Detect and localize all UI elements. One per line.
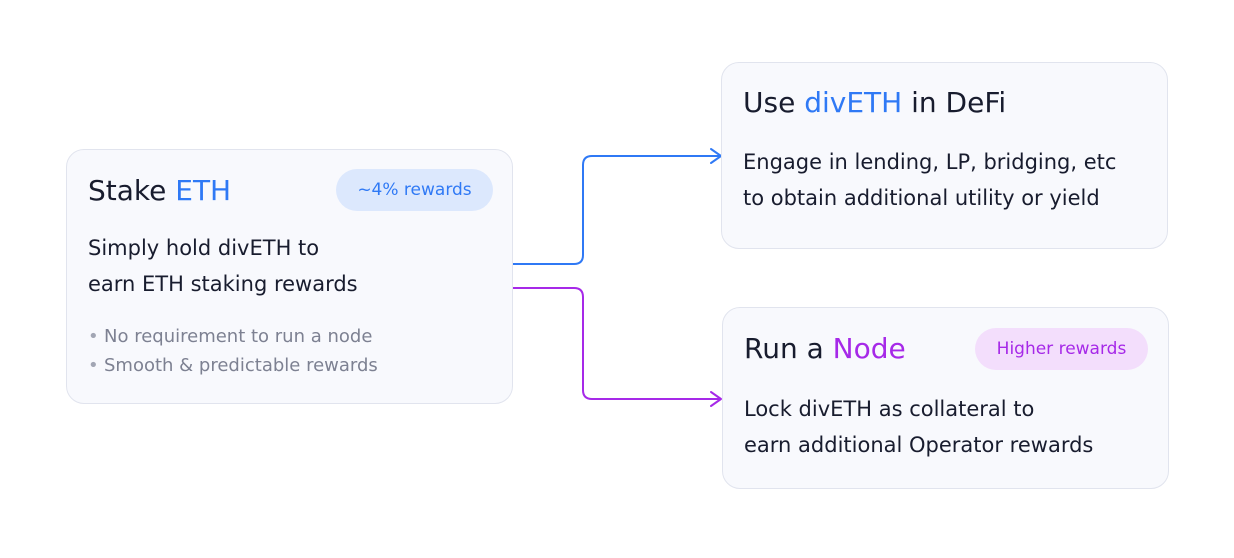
node-desc-line-1: Lock divETH as collateral to (744, 397, 1035, 421)
defi-desc-line-2: to obtain additional utility or yield (743, 186, 1100, 210)
arrow-head-node (710, 391, 722, 407)
stake-card-title: Stake ETH (88, 174, 231, 208)
bullet-dot-icon: • (88, 326, 99, 347)
defi-title-highlight: divETH (804, 86, 903, 119)
defi-title-suffix: in DeFi (902, 86, 1007, 119)
defi-card-description: Engage in lending, LP, bridging, etc to … (743, 144, 1116, 216)
rewards-badge: ~4% rewards (336, 169, 493, 211)
stake-desc-line-1: Simply hold divETH to (88, 236, 320, 260)
stake-title-prefix: Stake (88, 174, 176, 207)
defi-card: Use divETH in DeFi Engage in lending, LP… (721, 62, 1168, 249)
node-desc-line-2: earn additional Operator rewards (744, 433, 1094, 457)
node-card: Run a Node Higher rewards Lock divETH as… (722, 307, 1169, 489)
stake-title-highlight: ETH (175, 174, 232, 207)
node-card-title: Run a Node (744, 332, 906, 366)
stake-desc-line-2: earn ETH staking rewards (88, 272, 358, 296)
defi-desc-line-1: Engage in lending, LP, bridging, etc (743, 150, 1117, 174)
defi-card-title: Use divETH in DeFi (743, 86, 1006, 120)
stake-bullet-list: •No requirement to run a node •Smooth & … (88, 322, 378, 380)
bullet-dot-icon: • (88, 355, 99, 376)
list-item: •No requirement to run a node (88, 322, 378, 351)
stake-card-description: Simply hold divETH to earn ETH staking r… (88, 230, 358, 302)
stake-eth-card: Stake ETH ~4% rewards Simply hold divETH… (66, 149, 513, 404)
higher-rewards-badge: Higher rewards (975, 328, 1148, 370)
arrow-to-defi (512, 155, 720, 265)
defi-title-prefix: Use (743, 86, 805, 119)
arrow-to-node (512, 287, 720, 400)
node-card-description: Lock divETH as collateral to earn additi… (744, 391, 1093, 463)
node-title-highlight: Node (832, 332, 906, 365)
list-item: •Smooth & predictable rewards (88, 351, 378, 380)
node-title-prefix: Run a (744, 332, 833, 365)
